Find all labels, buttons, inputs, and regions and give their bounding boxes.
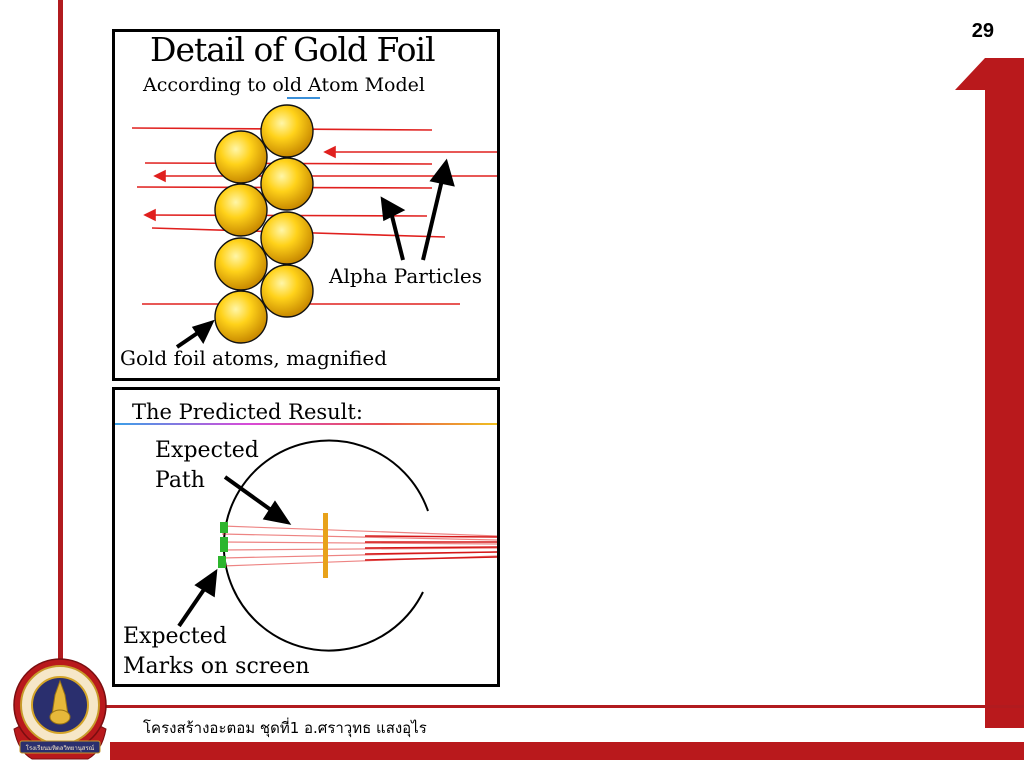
logo-seal-icon (49, 709, 71, 725)
arrowhead (380, 196, 406, 222)
pointer-arrow (389, 211, 405, 261)
arrowhead (429, 158, 455, 187)
pointer-arrow (175, 330, 201, 349)
gold-atom (214, 130, 268, 184)
expected-path-label-line2: Path (155, 468, 205, 493)
gold-atom (214, 237, 268, 291)
pointer-arrow (177, 586, 207, 628)
gold-foil-detail-panel: Detail of Gold Foil According to old Ato… (112, 29, 500, 381)
logo-banner (19, 740, 101, 754)
bottom-red-band (110, 742, 1024, 760)
predicted-result-panel: The Predicted Result: Expected Path Expe… (112, 387, 500, 687)
expected-path-label: Expected (155, 438, 259, 463)
pointer-arrow (421, 179, 444, 261)
gold-atom (260, 264, 314, 318)
screen-mark (220, 522, 228, 533)
bottom-red-line (58, 705, 1024, 708)
pointer-arrow (223, 475, 273, 512)
beam-line (364, 556, 497, 561)
beam-line (364, 535, 497, 538)
gold-atom (214, 183, 268, 237)
beam-line (364, 551, 497, 555)
alpha-particles-label: Alpha Particles (329, 264, 482, 288)
arrowhead (143, 208, 156, 222)
arrowhead (262, 500, 292, 525)
gold-foil-atoms-label: Gold foil atoms, magnified (120, 346, 388, 370)
screen-mark (218, 556, 226, 568)
gold-atom (260, 157, 314, 211)
title-underline (115, 423, 497, 425)
gold-atom (260, 211, 314, 265)
gold-atom (214, 290, 268, 344)
arrowhead (191, 319, 215, 345)
predicted-result-title: The Predicted Result: (132, 400, 363, 424)
beam-line (221, 533, 497, 541)
predicted-result-diagram (115, 423, 497, 652)
screen-mark (220, 537, 228, 552)
footer-text: โครงสร้างอะตอม ชุดที่1 อ.ศราวุทธ แสงอุไร (143, 719, 427, 737)
arrowhead (194, 568, 218, 598)
beam-line (221, 541, 497, 545)
expected-marks-label-line2: Marks on screen (123, 654, 310, 679)
left-red-rule (58, 0, 63, 705)
school-logo: โรงเรียนมหิดลวิทยานุสรณ์ (10, 655, 110, 763)
beam-line (221, 547, 497, 551)
gold-foil-diagram (131, 97, 497, 349)
gold-foil-subtitle: According to old Atom Model (143, 74, 425, 96)
arrowhead (323, 145, 336, 159)
expected-marks-label: Expected (123, 624, 227, 649)
logo-banner-text: โรงเรียนมหิดลวิทยานุสรณ์ (26, 744, 95, 752)
right-red-band (985, 88, 1024, 728)
right-red-band-notch (955, 58, 985, 90)
right-red-band-cap (985, 58, 1024, 90)
old-word: old (272, 74, 303, 96)
gold-foil-bar (323, 513, 328, 578)
beam-line (221, 525, 497, 537)
gold-foil-title: Detail of Gold Foil (150, 30, 436, 69)
page-number: 29 (971, 20, 994, 42)
arrowhead (153, 169, 166, 183)
gold-atom (260, 104, 314, 158)
beam-line (364, 546, 497, 549)
